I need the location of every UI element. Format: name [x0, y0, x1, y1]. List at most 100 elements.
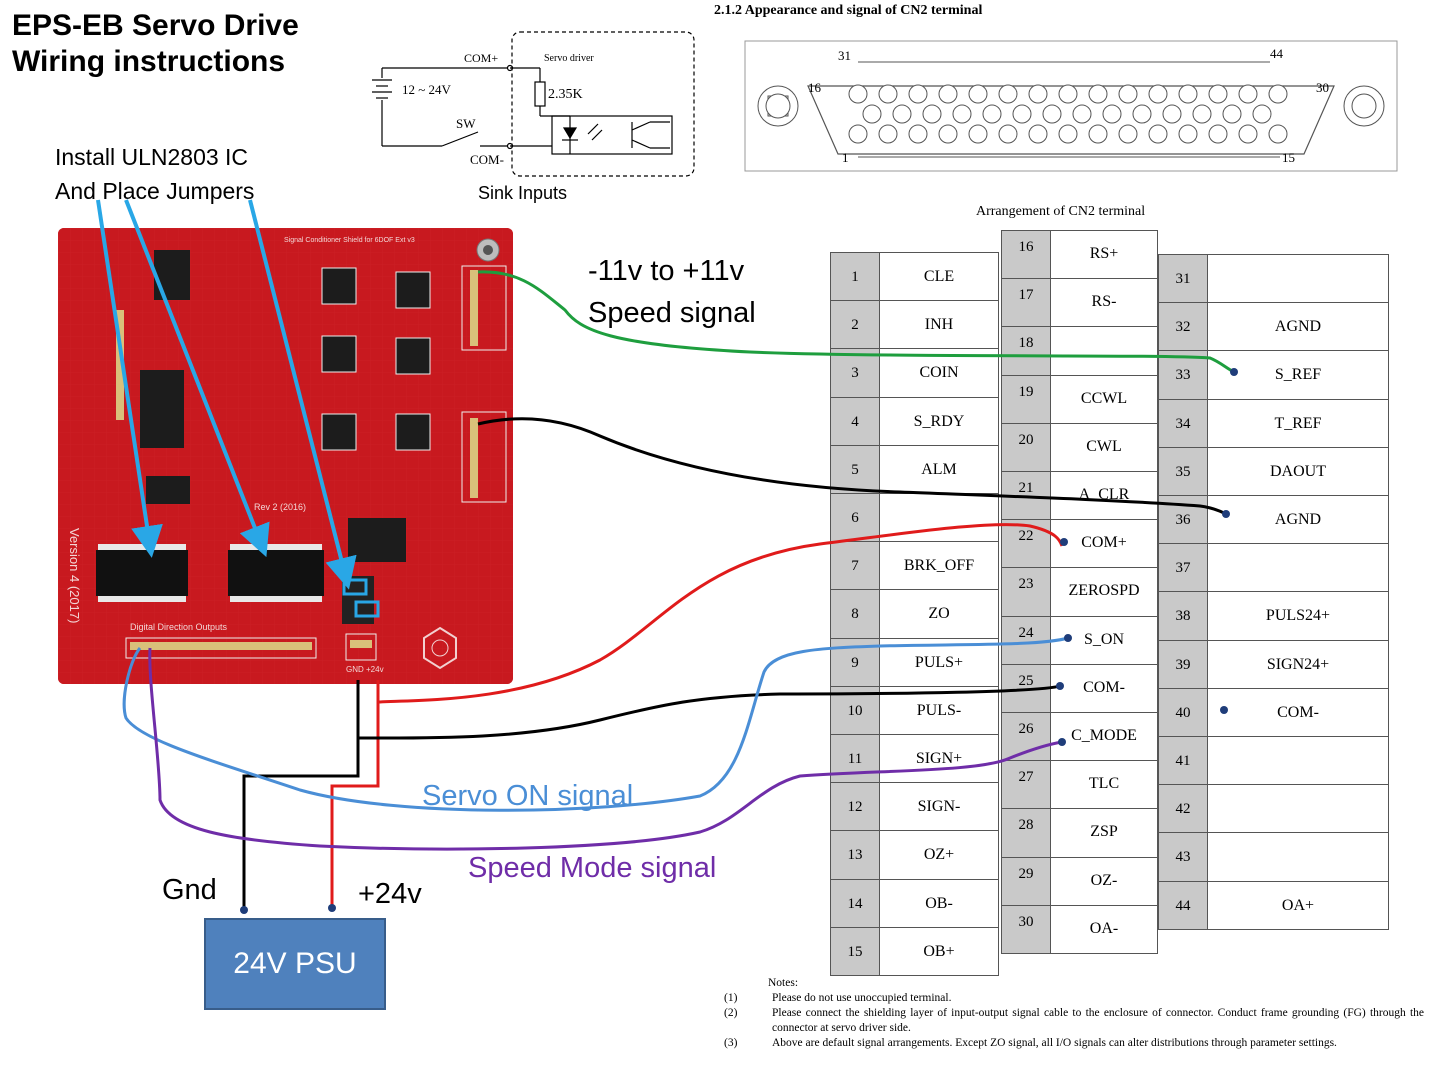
- connector-pin: [1058, 124, 1078, 144]
- cn2-pin-signal: CLE: [879, 252, 999, 302]
- psu-gnd-wire: [242, 738, 360, 910]
- cn2-pin-number: 1: [830, 252, 880, 302]
- cn2-pin-signal: COM-: [1050, 663, 1158, 713]
- cn2-pin-signal: [1207, 736, 1389, 786]
- servo-on-label: Servo ON signal: [422, 780, 634, 812]
- cn2-pin-number: 3: [830, 348, 880, 398]
- cn2-pin-number: 37: [1158, 543, 1208, 593]
- psu-label: 24V PSU: [233, 947, 357, 980]
- install-note-line2: And Place Jumpers: [55, 178, 255, 204]
- cn2-pin-signal: [1207, 543, 1389, 593]
- pcb-outputs-label: Digital Direction Outputs: [130, 622, 228, 632]
- cn2-pin-number: 34: [1158, 398, 1208, 448]
- install-note-line1: Install ULN2803 IC: [55, 144, 249, 170]
- cn2-pin-number: 36: [1158, 495, 1208, 545]
- cn2-pin-number: 11: [830, 734, 880, 784]
- cn2-pin-signal: RS-: [1050, 278, 1158, 328]
- cn2-pin-number: 22: [1001, 519, 1051, 569]
- page-title: EPS-EB Servo Drive Wiring instructions: [12, 9, 299, 78]
- cn2-pin-signal: [879, 493, 999, 543]
- cn2-pin-signal: CWL: [1050, 422, 1158, 472]
- connector-pin: [922, 104, 942, 124]
- cn2-pin-number: 17: [1001, 278, 1051, 328]
- cn2-pin-signal: S_RDY: [879, 396, 999, 446]
- speed-signal-name: Speed signal: [588, 297, 756, 329]
- pcb-power-label: GND +24v: [346, 665, 384, 674]
- cn2-pin-number: 26: [1001, 712, 1051, 762]
- connector-pin: [908, 84, 928, 104]
- connector-pin: [1148, 124, 1168, 144]
- cn2-pin-signal: OA+: [1207, 880, 1389, 930]
- cn2-pin-number: 35: [1158, 446, 1208, 496]
- cn2-pin-number: 41: [1158, 736, 1208, 786]
- cn2-pin-number: 23: [1001, 567, 1051, 617]
- cn2-pin-number: 16: [1001, 230, 1051, 280]
- connector-pin: [1252, 104, 1272, 124]
- connector-pin: [1072, 104, 1092, 124]
- cn2-pin-number: 2: [830, 300, 880, 350]
- pin-label-1: 1: [842, 150, 849, 165]
- pin-label-44: 44: [1270, 46, 1284, 61]
- cn2-pin-signal: AGND: [1207, 495, 1389, 545]
- speed-signal-range: -11v to +11v: [588, 255, 745, 287]
- sink-com-plus: COM+: [464, 51, 498, 65]
- cn2-pin-number: 12: [830, 782, 880, 832]
- connector-pin: [892, 104, 912, 124]
- cn2-pin-number: 18: [1001, 326, 1051, 376]
- pin-label-31: 31: [838, 48, 851, 63]
- connector-pin: [848, 124, 868, 144]
- connector-pin: [1208, 84, 1228, 104]
- sink-switch: SW: [456, 116, 476, 131]
- connector-pin: [1208, 124, 1228, 144]
- connector-heading: 2.1.2 Appearance and signal of CN2 termi…: [714, 3, 983, 18]
- sink-input-schematic: COM+ 12 ~ 24V SW COM- Servo driver 2.35K…: [372, 31, 695, 203]
- cn2-pin-signal: OA-: [1050, 904, 1158, 954]
- table-heading: Arrangement of CN2 terminal: [976, 204, 1146, 219]
- connector-pin: [1148, 84, 1168, 104]
- connector-pin: [1088, 84, 1108, 104]
- connector-pin: [1012, 104, 1032, 124]
- connector-pin: [908, 124, 928, 144]
- cn2-pin-signal: ALM: [879, 444, 999, 494]
- cn2-pin-number: 33: [1158, 350, 1208, 400]
- connector-pin: [1058, 84, 1078, 104]
- cn2-pin-signal: [1207, 832, 1389, 882]
- cn2-pin-number: 7: [830, 541, 880, 591]
- cn2-pin-signal: SIGN24+: [1207, 639, 1389, 689]
- cn2-pin-number: 15: [830, 926, 880, 976]
- speed-signal-label: -11v to +11v Speed signal: [588, 250, 756, 334]
- note-text: Please do not use unoccupied terminal.: [772, 992, 952, 1004]
- pin-label-15: 15: [1282, 150, 1295, 165]
- cn2-pin-signal: PULS-: [879, 685, 999, 735]
- cn2-pin-signal: BRK_OFF: [879, 541, 999, 591]
- cn2-pin-signal: PULS+: [879, 637, 999, 687]
- cn2-pin-number: 40: [1158, 687, 1208, 737]
- connector-pin: [938, 84, 958, 104]
- sink-supply: 12 ~ 24V: [402, 82, 452, 97]
- notes-heading: Notes:: [768, 977, 799, 989]
- cn2-pin-number: 4: [830, 396, 880, 446]
- cn2-pin-number: 32: [1158, 302, 1208, 352]
- connector-pin: [1268, 84, 1288, 104]
- connector-pin: [1178, 84, 1198, 104]
- note-text: Above are default signal arrangements. E…: [772, 1037, 1337, 1049]
- connector-pin: [1118, 84, 1138, 104]
- connector-pin: [878, 124, 898, 144]
- note-item: (3)Above are default signal arrangements…: [720, 1036, 1424, 1051]
- connector-pin: [1042, 104, 1062, 124]
- sink-com-minus: COM-: [470, 152, 504, 167]
- cn2-pin-number: 39: [1158, 639, 1208, 689]
- cn2-pin-number: 31: [1158, 254, 1208, 304]
- cn2-pin-signal: INH: [879, 300, 999, 350]
- cn2-pin-signal: ZO: [879, 589, 999, 639]
- connector-pin: [938, 124, 958, 144]
- cn2-pin-number: 19: [1001, 374, 1051, 424]
- note-number: (2): [724, 1007, 738, 1019]
- connector-pin: [1192, 104, 1212, 124]
- cn2-pin-signal: [1207, 254, 1389, 304]
- cn2-pin-signal: SIGN-: [879, 782, 999, 832]
- connector-pin: [982, 104, 1002, 124]
- connector-pin: [952, 104, 972, 124]
- connector-pin: [998, 84, 1018, 104]
- connector-pin: [1268, 124, 1288, 144]
